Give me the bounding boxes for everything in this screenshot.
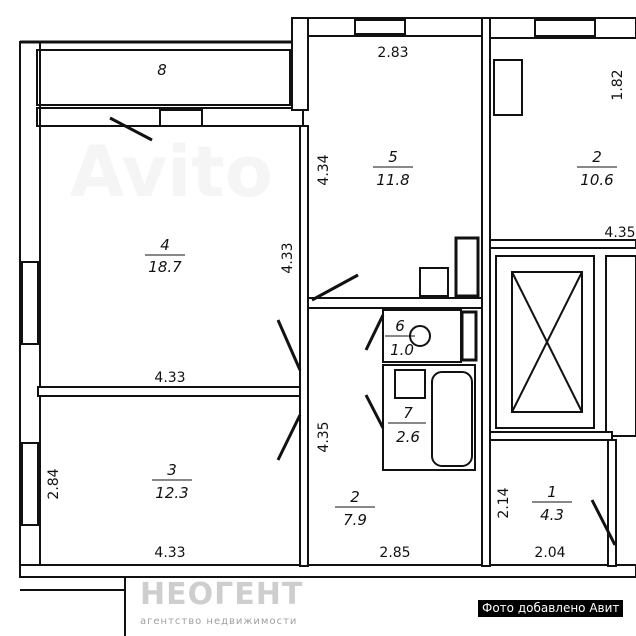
room-number: 4 — [160, 236, 170, 254]
room-number: 2 — [592, 148, 602, 166]
room-area: 1.0 — [390, 341, 414, 359]
dim-room1-bottom: 2.04 — [534, 545, 565, 561]
room-7-label: 7 2.6 — [388, 404, 426, 446]
room-6-label: 6 1.0 — [385, 317, 415, 359]
room-area: 18.7 — [148, 258, 182, 276]
room-number: 6 — [395, 317, 405, 335]
room-number: 7 — [403, 404, 413, 422]
walls — [19, 17, 636, 636]
room-label-8: 8 — [157, 61, 167, 79]
room-area: 10.6 — [580, 171, 613, 189]
agency-watermark-subtitle: агентство недвижимости — [140, 616, 298, 627]
photo-caption: Фото добавлено Авит — [478, 600, 624, 617]
room-2-hall-label: 2 7.9 — [335, 488, 375, 529]
room-area: 11.8 — [376, 171, 409, 189]
room-5-label: 5 11.8 — [373, 148, 413, 189]
dim-room5-top: 2.83 — [377, 45, 408, 61]
room-area: 4.3 — [540, 506, 564, 524]
dim-room4-side: 4.33 — [280, 242, 296, 273]
room-number: 3 — [167, 461, 177, 479]
room-2-kitchen-label: 2 10.6 — [577, 148, 617, 189]
dim-room3-bottom: 4.33 — [154, 545, 185, 561]
dim-room3-side: 2.84 — [46, 468, 62, 499]
room-area: 12.3 — [155, 484, 188, 502]
dim-room1-side: 2.14 — [496, 487, 512, 518]
dim-kitchen-side: 1.82 — [610, 69, 626, 100]
dim-hall-side: 4.35 — [316, 421, 332, 452]
room-1-label: 1 4.3 — [532, 483, 572, 524]
agency-watermark: НЕОГЕНТ — [140, 577, 304, 612]
room-number: 5 — [388, 148, 398, 166]
dim-hall-bottom: 2.85 — [379, 545, 410, 561]
dim-room4-bottom: 4.33 — [154, 370, 185, 386]
avito-watermark: Avito — [70, 131, 273, 213]
room-4-label: 4 18.7 — [145, 236, 185, 276]
room-number: 2 — [350, 488, 360, 506]
room-number: 1 — [547, 483, 557, 501]
dim-kitchen-bottom: 4.35 — [604, 225, 635, 241]
room-area: 2.6 — [396, 428, 420, 446]
room-3-label: 3 12.3 — [152, 461, 192, 502]
room-area: 7.9 — [343, 511, 367, 529]
dim-room5-side: 4.34 — [316, 154, 332, 185]
